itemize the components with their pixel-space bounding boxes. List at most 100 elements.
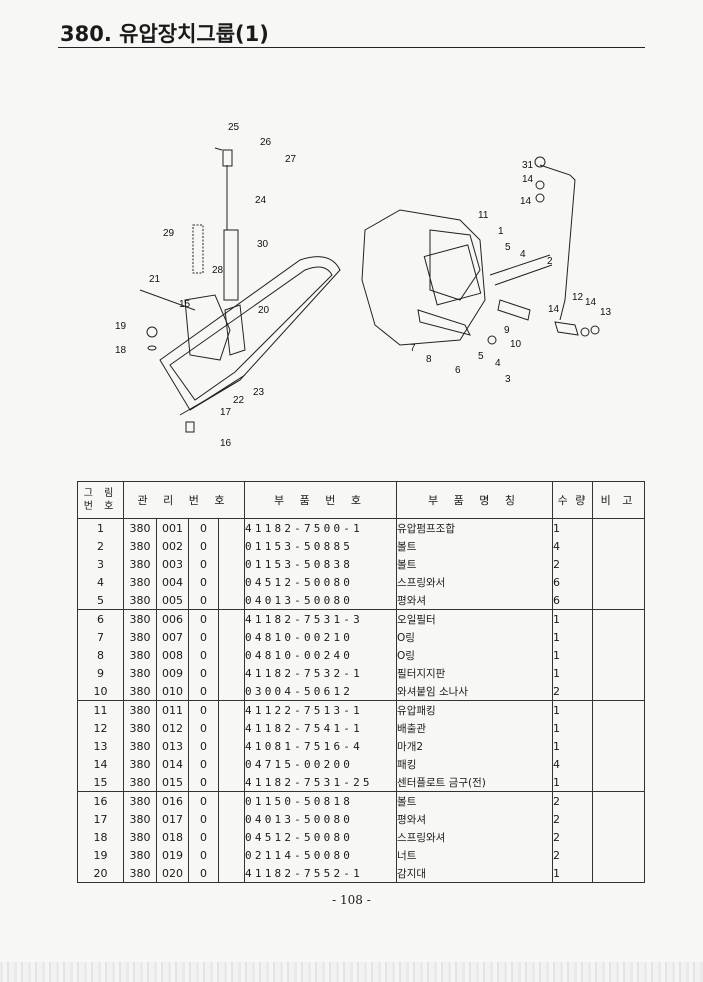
cell-no: 14: [77, 755, 124, 773]
cell-no: 11: [77, 700, 124, 719]
cell-c: 0: [188, 737, 219, 755]
cell-name: O링: [396, 646, 554, 664]
cell-note: [592, 537, 646, 555]
cell-a: 380: [123, 555, 157, 573]
callout: 7: [410, 343, 416, 354]
cell-pn: 04512-50080: [244, 573, 398, 591]
header-part-name: 부 품 명 칭: [396, 481, 554, 519]
cell-c: 0: [188, 609, 219, 628]
cell-note: [592, 864, 646, 883]
callout: 22: [233, 395, 245, 406]
cell-no: 9: [77, 664, 124, 682]
cell-d: [217, 864, 246, 883]
cell-name: 평와셔: [396, 810, 554, 828]
cell-a: 380: [123, 537, 157, 555]
cell-d: [217, 573, 246, 591]
callout: 20: [258, 305, 270, 316]
cell-c: 0: [188, 846, 219, 864]
cell-c: 0: [188, 628, 219, 646]
cell-b: 006: [156, 609, 189, 628]
cell-no: 19: [77, 846, 124, 864]
cell-d: [217, 537, 246, 555]
cell-pn: 04715-00200: [244, 755, 398, 773]
header-qty: 수 량: [552, 481, 594, 519]
cell-a: 380: [123, 810, 157, 828]
cell-c: 0: [188, 555, 219, 573]
cell-c: 0: [188, 537, 219, 555]
callout: 19: [115, 321, 127, 332]
cell-b: 007: [156, 628, 189, 646]
cell-c: 0: [188, 773, 219, 792]
cell-name: 스프링와셔: [396, 828, 554, 846]
cell-a: 380: [123, 791, 157, 810]
cell-qty: 1: [552, 700, 594, 719]
callout: 24: [255, 195, 267, 206]
cell-name: 볼트: [396, 555, 554, 573]
scan-edge: [0, 962, 703, 982]
cell-name: 패킹: [396, 755, 554, 773]
cell-note: [592, 609, 646, 628]
cell-qty: 2: [552, 846, 594, 864]
cell-qty: 1: [552, 864, 594, 883]
cell-a: 380: [123, 609, 157, 628]
cell-b: 016: [156, 791, 189, 810]
cell-qty: 1: [552, 628, 594, 646]
cell-a: 380: [123, 573, 157, 591]
cell-name: 볼트: [396, 791, 554, 810]
cell-c: 0: [188, 755, 219, 773]
cell-name: 볼트: [396, 537, 554, 555]
cell-note: [592, 573, 646, 591]
callout: 13: [600, 307, 612, 318]
cell-c: 0: [188, 828, 219, 846]
callout: 31: [522, 160, 534, 171]
cell-b: 015: [156, 773, 189, 792]
cell-no: 4: [77, 573, 124, 591]
callout: 5: [478, 351, 484, 362]
cell-c: 0: [188, 664, 219, 682]
cell-no: 16: [77, 791, 124, 810]
callout: 18: [115, 345, 127, 356]
diagram-callouts: 25 26 27 24 29 30 28 21 15 20 19 18 22 2…: [115, 122, 612, 449]
cell-b: 013: [156, 737, 189, 755]
cell-pn: 04512-50080: [244, 828, 398, 846]
cell-pn: 41081-7516-4: [244, 737, 398, 755]
cell-name: 와셔붙임 소나사: [396, 682, 554, 701]
cell-b: 003: [156, 555, 189, 573]
cell-a: 380: [123, 846, 157, 864]
callout: 27: [285, 154, 297, 165]
callout: 5: [505, 242, 511, 253]
cell-name: 평와셔: [396, 591, 554, 610]
cell-note: [592, 518, 646, 537]
cell-qty: 1: [552, 737, 594, 755]
cell-no: 13: [77, 737, 124, 755]
cell-qty: 2: [552, 828, 594, 846]
cell-pn: 41182-7541-1: [244, 719, 398, 737]
cell-d: [217, 609, 246, 628]
callout: 11: [478, 210, 489, 221]
cell-no: 2: [77, 537, 124, 555]
cell-note: [592, 810, 646, 828]
cell-b: 012: [156, 719, 189, 737]
cell-no: 17: [77, 810, 124, 828]
cell-qty: 1: [552, 609, 594, 628]
cell-c: 0: [188, 791, 219, 810]
cell-a: 380: [123, 682, 157, 701]
cell-qty: 2: [552, 682, 594, 701]
cell-name: 필터지지판: [396, 664, 554, 682]
cell-note: [592, 591, 646, 610]
cell-a: 380: [123, 591, 157, 610]
cell-note: [592, 555, 646, 573]
cell-d: [217, 828, 246, 846]
cell-a: 380: [123, 773, 157, 792]
callout: 4: [520, 249, 526, 260]
callout: 21: [149, 274, 161, 285]
exploded-parts-diagram: 25 26 27 24 29 30 28 21 15 20 19 18 22 2…: [115, 122, 612, 449]
